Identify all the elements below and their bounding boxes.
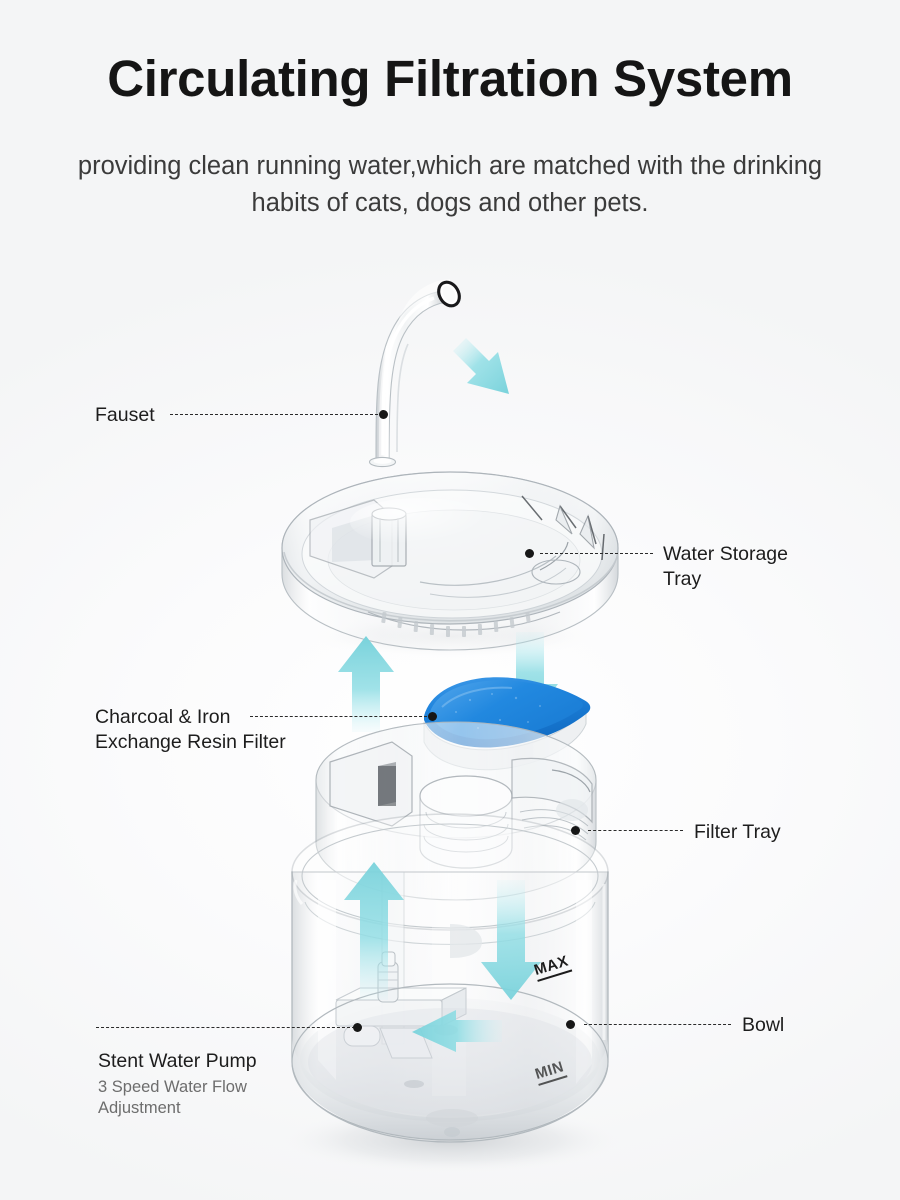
leader-line-water-storage-tray (540, 553, 653, 554)
callout-label-fauset: Fauset (95, 404, 155, 426)
leader-line-bowl (584, 1024, 731, 1025)
faucet-spout (368, 279, 461, 468)
tray-comb-teeth (367, 611, 561, 637)
callout-label-pump: Stent Water Pump (98, 1050, 257, 1072)
spout-outflow-arrow (453, 338, 509, 394)
callout-sublabel-pump-line1: 3 Speed Water Flow (98, 1078, 247, 1096)
callout-label-filter: Charcoal & Iron Exchange Resin Filter (95, 705, 286, 755)
leader-line-fauset (170, 414, 383, 415)
page-title: Circulating Filtration System (107, 50, 793, 107)
callout-label-filter-tray: Filter Tray (694, 821, 781, 843)
callout-label-filter-line2: Exchange Resin Filter (95, 730, 286, 753)
callout-label-filter-line1: Charcoal & Iron (95, 706, 231, 728)
callout-label-water-storage-tray-line1: Water Storage (663, 543, 788, 565)
water-storage-tray (281, 471, 619, 651)
pump-intake-arrow (412, 1010, 502, 1052)
callout-label-water-storage-tray: Water Storage Tray (663, 542, 788, 592)
leader-dot-filter (428, 712, 437, 721)
callout-sublabel-pump-line2: Adjustment (98, 1099, 181, 1118)
leader-dot-fauset (379, 410, 388, 419)
bowl (291, 813, 609, 1143)
leader-line-filter-tray (588, 830, 683, 831)
bowl-riser-arrow (344, 862, 404, 1000)
tray-inflow-arrow (338, 636, 394, 732)
leader-line-pump (96, 1027, 355, 1028)
filter-tray (315, 721, 597, 901)
bowl-return-arrow (481, 880, 541, 1000)
leader-dot-water-storage-tray (525, 549, 534, 558)
leader-dot-bowl (566, 1020, 575, 1029)
callout-sublabel-pump: 3 Speed Water Flow Adjustment (98, 1077, 247, 1120)
callout-label-water-storage-tray-line2: Tray (663, 567, 702, 590)
page-subtitle: providing clean running water,which are … (77, 152, 823, 217)
leader-dot-filter-tray (571, 826, 580, 835)
leader-line-filter (250, 716, 432, 717)
callout-label-bowl: Bowl (742, 1014, 785, 1036)
leader-dot-pump (353, 1023, 362, 1032)
